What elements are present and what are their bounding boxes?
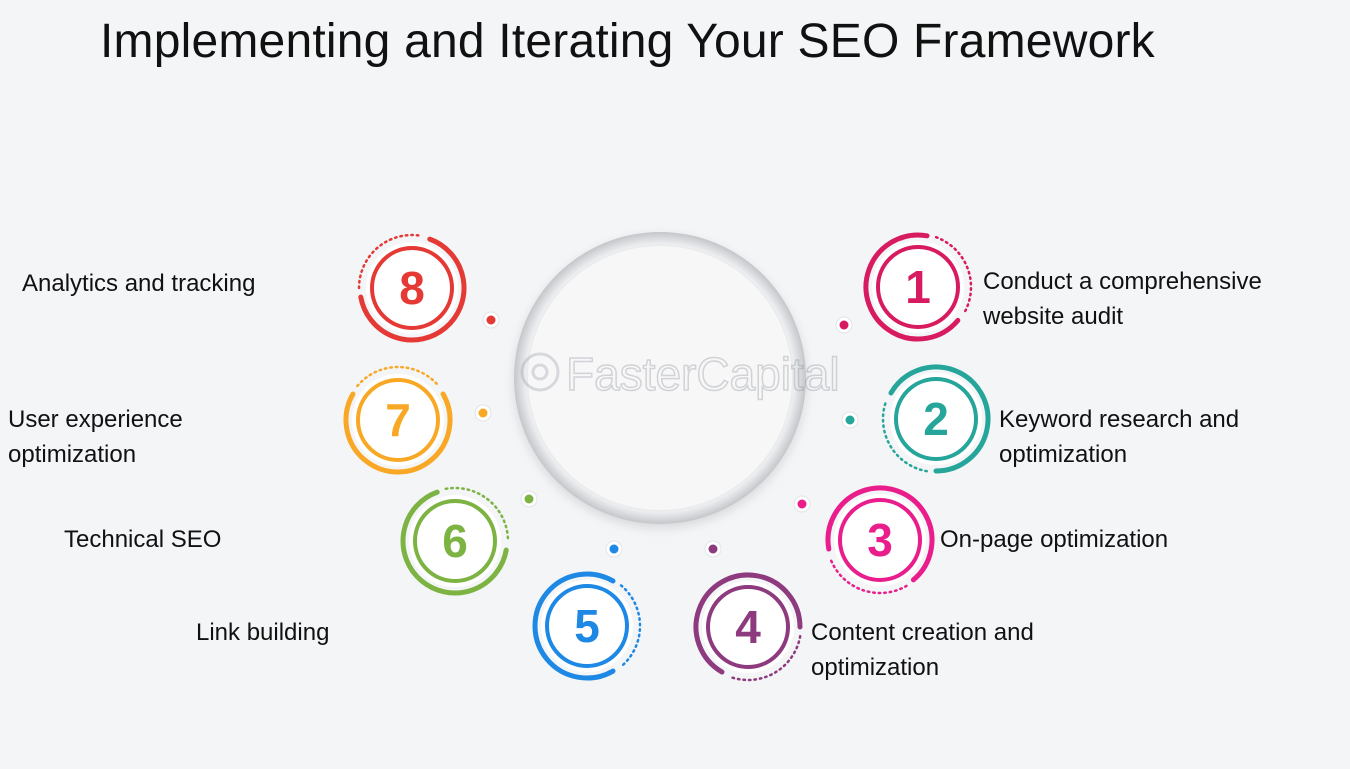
step-inner-ring-3 bbox=[838, 498, 922, 582]
step-badge-3: 3 bbox=[793, 485, 935, 595]
center-ring bbox=[514, 232, 806, 524]
step-number-6: 6 bbox=[442, 515, 468, 567]
step-inner-ring-8 bbox=[370, 246, 454, 330]
step-dotted-arc-8 bbox=[357, 233, 423, 290]
step-number-2: 2 bbox=[923, 393, 949, 445]
step-inner-ring-7 bbox=[356, 378, 440, 462]
step-outer-arc-5 bbox=[532, 571, 616, 681]
step-label-line: Keyword research and bbox=[999, 406, 1240, 433]
step-label-line: Content creation and bbox=[811, 619, 1034, 646]
connector-dot-core-6 bbox=[524, 494, 534, 504]
watermark-text: FasterCapital bbox=[566, 348, 840, 400]
step-dotted-arc-5 bbox=[619, 584, 642, 668]
step-label-line: optimization bbox=[999, 441, 1128, 468]
step-label-4: Content creation and optimization bbox=[811, 615, 1034, 685]
step-badge-5: 5 bbox=[532, 540, 642, 681]
step-badge-2: 2 bbox=[841, 364, 991, 474]
step-label-line: On-page optimization bbox=[940, 526, 1169, 553]
connector-dot-core-8 bbox=[486, 315, 496, 325]
step-label-line: Link building bbox=[196, 619, 330, 646]
step-outer-arc-6 bbox=[400, 489, 509, 596]
connector-dot-core-3 bbox=[797, 499, 807, 509]
step-number-3: 3 bbox=[867, 514, 893, 566]
step-dotted-arc-7 bbox=[356, 365, 440, 388]
step-disc-4 bbox=[702, 581, 794, 673]
step-outer-arc-4 bbox=[693, 572, 803, 675]
step-label-line: optimization bbox=[8, 441, 137, 468]
step-dotted-arc-4 bbox=[728, 634, 802, 682]
step-number-8: 8 bbox=[399, 262, 425, 314]
step-inner-ring-1 bbox=[876, 245, 960, 329]
step-dotted-arc-6 bbox=[444, 486, 510, 543]
watermark-logo: FasterCapital bbox=[520, 347, 840, 401]
step-number-5: 5 bbox=[574, 600, 600, 652]
step-outer-arc-1 bbox=[863, 232, 961, 342]
step-dotted-arc-1 bbox=[934, 235, 973, 315]
step-inner-ring-5 bbox=[545, 584, 629, 668]
page-title: Implementing and Iterating Your SEO Fram… bbox=[100, 15, 1155, 68]
step-badge-8: 8 bbox=[357, 233, 500, 343]
step-outer-arc-2 bbox=[888, 364, 991, 474]
connector-dot-core-1 bbox=[839, 320, 849, 330]
step-outer-arc-3 bbox=[825, 485, 935, 583]
step-badge-7: 7 bbox=[343, 365, 492, 475]
step-inner-ring-6 bbox=[413, 499, 497, 583]
step-outer-arc-7 bbox=[343, 391, 453, 475]
step-label-line: optimization bbox=[811, 654, 940, 681]
step-disc-3 bbox=[834, 494, 926, 586]
step-badge-1: 1 bbox=[835, 232, 973, 342]
step-badge-4: 4 bbox=[693, 540, 803, 682]
step-label-5: Link building bbox=[196, 615, 329, 650]
step-label-6: Technical SEO bbox=[64, 522, 221, 557]
step-disc-7 bbox=[352, 374, 444, 466]
step-dotted-arc-2 bbox=[881, 399, 929, 473]
connector-dot-core-4 bbox=[708, 544, 718, 554]
step-disc-5 bbox=[541, 580, 633, 672]
connector-dot-core-2 bbox=[845, 415, 855, 425]
step-inner-ring-4 bbox=[706, 585, 790, 669]
step-number-4: 4 bbox=[735, 601, 761, 653]
step-number-1: 1 bbox=[905, 261, 931, 313]
step-number-7: 7 bbox=[385, 394, 411, 446]
step-dotted-arc-3 bbox=[828, 556, 908, 595]
step-label-line: Conduct a comprehensive bbox=[983, 268, 1262, 295]
gear-icon bbox=[520, 352, 560, 392]
step-label-1: Conduct a comprehensive website audit bbox=[983, 264, 1262, 334]
step-label-line: website audit bbox=[983, 303, 1124, 330]
step-disc-6 bbox=[409, 495, 501, 587]
step-label-7: User experience optimization bbox=[8, 402, 183, 472]
step-disc-8 bbox=[366, 242, 458, 334]
step-label-8: Analytics and tracking bbox=[22, 266, 255, 301]
connector-dot-core-5 bbox=[609, 544, 619, 554]
step-label-line: Technical SEO bbox=[64, 526, 222, 553]
step-inner-ring-2 bbox=[894, 377, 978, 461]
step-label-line: Analytics and tracking bbox=[22, 270, 256, 297]
step-outer-arc-8 bbox=[358, 236, 467, 343]
step-label-3: On-page optimization bbox=[940, 522, 1168, 557]
step-disc-2 bbox=[890, 373, 982, 465]
step-label-line: User experience bbox=[8, 406, 183, 433]
step-label-2: Keyword research and optimization bbox=[999, 402, 1239, 472]
step-disc-1 bbox=[872, 241, 964, 333]
step-badge-6: 6 bbox=[400, 486, 538, 596]
connector-dot-core-7 bbox=[478, 408, 488, 418]
